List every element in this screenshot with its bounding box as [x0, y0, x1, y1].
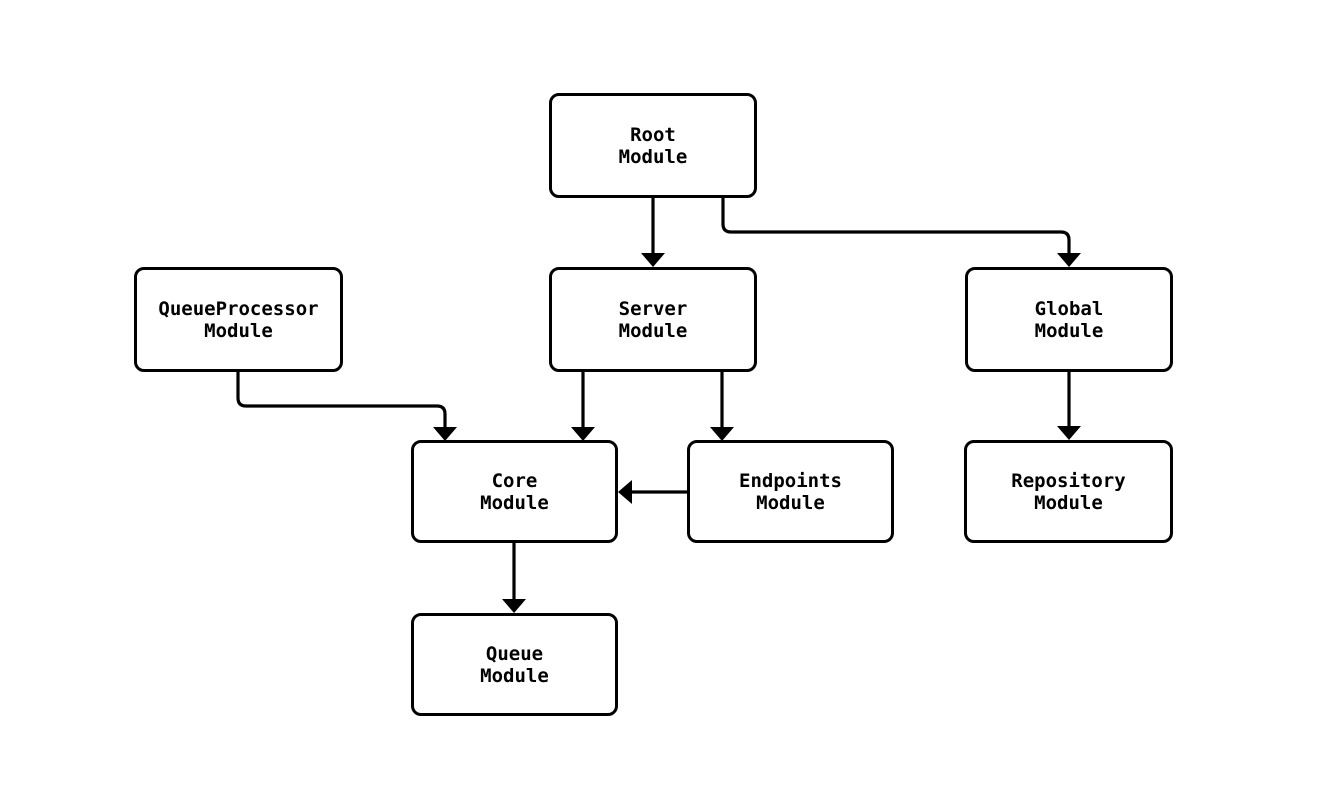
node-label-line2: Module	[756, 491, 825, 514]
node-label-line1: Root	[630, 123, 676, 146]
node-label-line2: Module	[480, 491, 549, 514]
node-queueprocessor-module: QueueProcessor Module	[134, 267, 343, 372]
node-label-line1: Server	[618, 297, 688, 320]
arrowhead-root-to-global	[1057, 253, 1081, 267]
node-endpoints-module: Endpoints Module	[687, 440, 894, 543]
node-label-line2: Module	[1034, 319, 1104, 342]
node-label-line1: Queue	[485, 642, 544, 665]
node-label-line2: Module	[204, 319, 273, 342]
node-label-line2: Module	[618, 319, 688, 342]
node-label-line1: QueueProcessor	[158, 297, 319, 320]
arrowhead-root-to-server	[641, 253, 665, 267]
arrowhead-queueprocessor-to-core	[433, 427, 457, 441]
edge-root-to-global	[721, 198, 1071, 254]
node-queue-module: Queue Module	[411, 613, 618, 716]
arrowhead-core-to-queue	[502, 599, 526, 613]
arrowhead-server-to-core	[571, 427, 595, 441]
node-label-line1: Core	[491, 469, 538, 492]
node-global-module: Global Module	[965, 267, 1173, 372]
node-repository-module: Repository Module	[964, 440, 1173, 543]
arrowhead-global-to-repository	[1057, 426, 1081, 440]
node-core-module: Core Module	[411, 440, 618, 543]
node-label-line2: Module	[480, 664, 549, 687]
node-label-line1: Global	[1034, 297, 1104, 320]
edge-queueprocessor-to-core	[236, 372, 447, 428]
node-label-line1: Repository	[1011, 469, 1126, 492]
node-label-line2: Module	[618, 145, 688, 168]
arrowhead-endpoints-to-core	[618, 480, 632, 504]
node-label-line1: Endpoints	[739, 469, 842, 492]
node-server-module: Server Module	[549, 267, 757, 372]
arrowhead-server-to-endpoints	[710, 427, 734, 441]
node-label-line2: Module	[1034, 491, 1103, 514]
node-root-module: Root Module	[549, 93, 757, 198]
